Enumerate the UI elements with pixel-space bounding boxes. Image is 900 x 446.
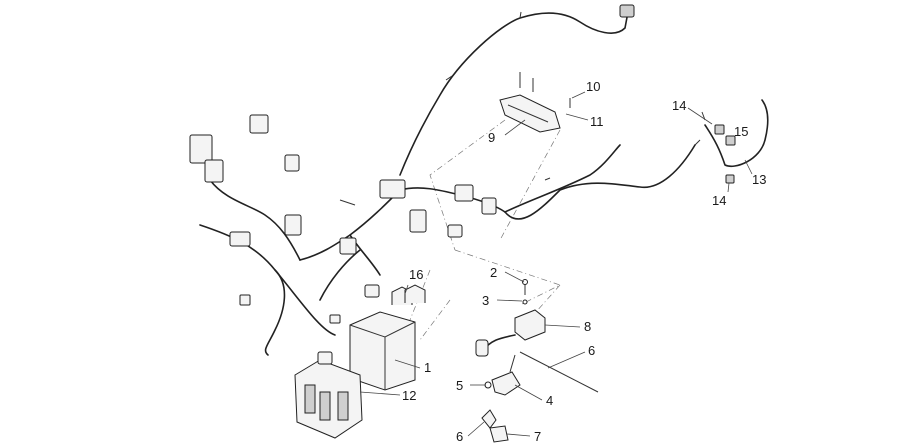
label-6-lower: 6 <box>456 429 463 444</box>
leader-lines <box>359 91 753 437</box>
label-6-upper: 6 <box>588 343 595 358</box>
label-7: 7 <box>534 429 541 444</box>
part-13-cable <box>701 99 769 184</box>
part-1-battery <box>349 311 416 391</box>
main-wiring-harness <box>189 4 701 356</box>
label-14-upper: 14 <box>672 98 686 113</box>
label-4: 4 <box>546 393 553 408</box>
label-8: 8 <box>584 319 591 334</box>
label-10: 10 <box>586 79 600 94</box>
part-labels: 1 2 3 4 5 6 6 7 8 9 10 11 12 13 14 14 15… <box>402 79 766 444</box>
label-15: 15 <box>734 124 748 139</box>
label-9: 9 <box>488 130 495 145</box>
label-16: 16 <box>409 267 423 282</box>
label-14-lower: 14 <box>712 193 726 208</box>
label-13: 13 <box>752 172 766 187</box>
label-5: 5 <box>456 378 463 393</box>
label-11: 11 <box>590 114 604 129</box>
part-9-module <box>499 72 571 133</box>
label-12: 12 <box>402 388 416 403</box>
part-16-bracket <box>391 284 426 305</box>
label-2: 2 <box>490 265 497 280</box>
label-3: 3 <box>482 293 489 308</box>
part-12-fuse-box <box>294 351 363 439</box>
label-1: 1 <box>424 360 431 375</box>
ignition-assembly <box>475 279 599 443</box>
